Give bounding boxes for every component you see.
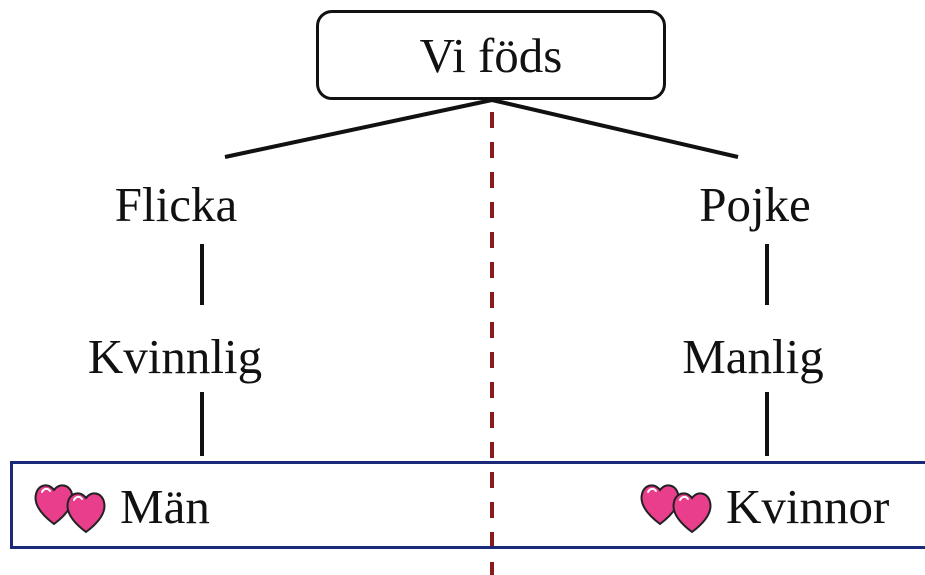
left-gender-label: Kvinnlig <box>87 329 263 384</box>
right-gender-label: Manlig <box>682 329 824 384</box>
attraction-box <box>10 461 925 549</box>
right-sex-label: Pojke <box>699 177 811 232</box>
left-sex-label: Flicka <box>114 177 238 232</box>
root-node: Vi föds <box>316 10 666 100</box>
two-hearts-icon <box>640 484 712 534</box>
left-attraction-label: Män <box>120 478 210 534</box>
right-attraction-label: Kvinnor <box>726 478 890 534</box>
branch-line-left <box>224 98 493 159</box>
root-label: Vi föds <box>419 27 563 83</box>
right-attraction: Kvinnor <box>638 478 889 534</box>
branch-line-right <box>491 98 739 159</box>
two-hearts-icon <box>34 484 106 534</box>
left-attraction: Män <box>32 478 210 534</box>
